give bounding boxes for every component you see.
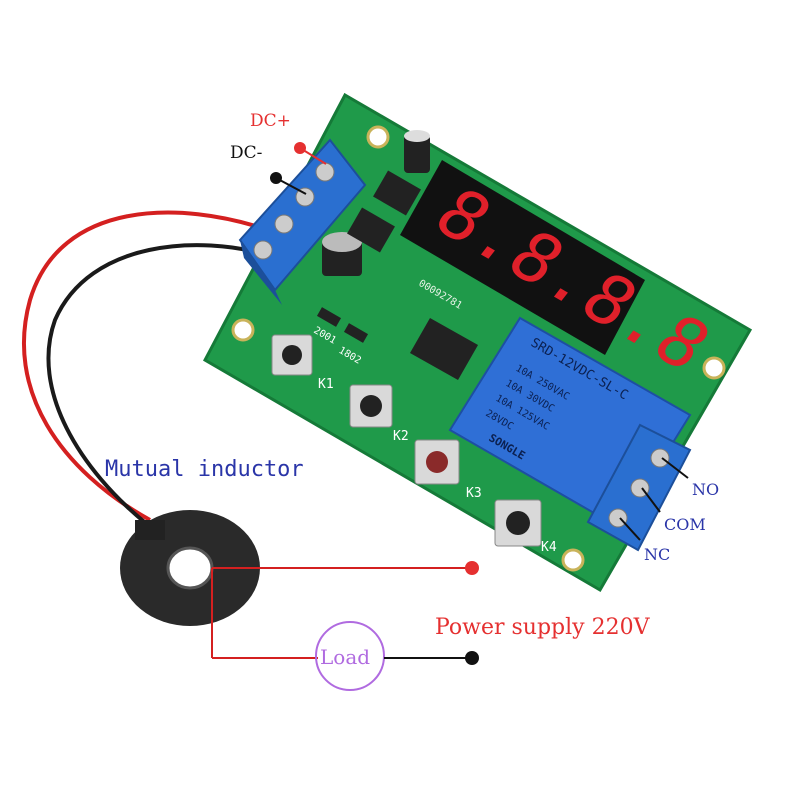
terminal-screw [274,214,294,234]
terminal-screw [253,240,273,260]
power-terminal-block [238,138,367,305]
button-k3[interactable] [414,439,460,485]
no-label: NO [692,480,719,499]
button-k1[interactable] [271,334,313,376]
power-supply-label: Power supply 220V [435,615,651,640]
k2-label: K2 [393,429,409,444]
dc-minus-dot [270,172,282,184]
com-label: COM [664,515,706,534]
mount-hole [561,548,585,572]
microcontroller-chip [410,318,478,380]
terminal-screw [608,508,628,528]
smd-resistor [343,323,369,343]
capacitor [404,135,430,173]
terminal-screw [315,162,335,182]
mutual-inductor [120,510,260,626]
button-k4[interactable] [494,499,542,547]
load-label: Load [320,645,370,669]
red-wire [21,210,269,522]
dc-plus-dot [294,142,306,154]
seven-segment-display [400,160,645,355]
mount-hole [366,125,390,149]
nc-label: NC [644,545,670,564]
terminal-screw [650,448,670,468]
black-wire [46,243,269,527]
k3-label: K3 [466,486,482,501]
k4-label: K4 [541,540,557,555]
power-dot-live [465,561,479,575]
k1-label: K1 [318,377,334,392]
dc-plus-label: DC+ [250,111,291,131]
power-dot-neutral [465,651,479,665]
smd-resistor [316,307,342,327]
mount-hole [702,356,726,380]
mount-hole [231,318,255,342]
load-circle [315,621,385,691]
regulator-chip [373,170,421,216]
regulator-chip [347,207,395,253]
mutual-inductor-label: Mutual inductor [105,457,304,482]
button-k2[interactable] [349,384,393,428]
dc-minus-label: DC- [230,143,262,163]
terminal-screw [295,187,315,207]
